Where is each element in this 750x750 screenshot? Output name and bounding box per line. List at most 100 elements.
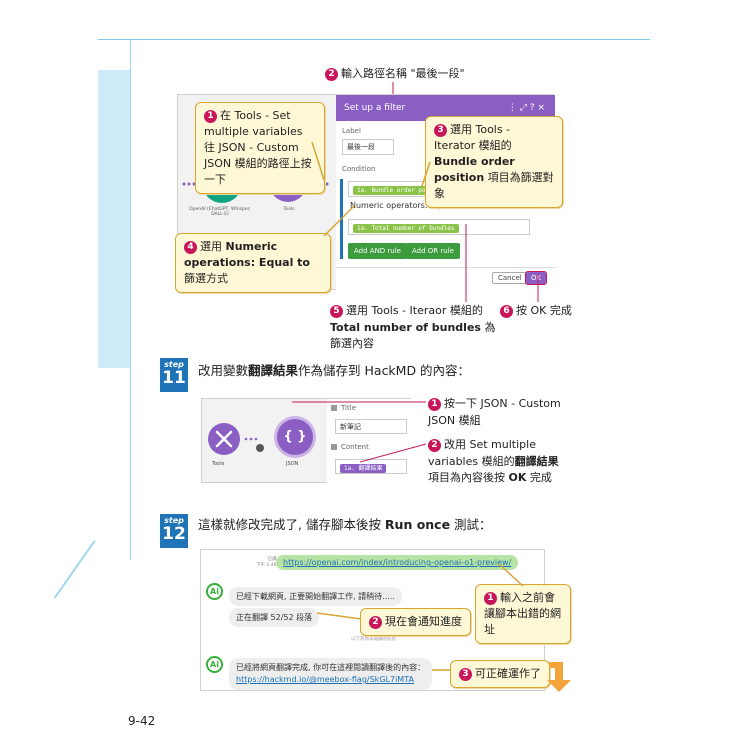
step-label: step bbox=[164, 360, 184, 369]
title-caption: Title bbox=[341, 404, 357, 412]
note-bold: Total number of bundles bbox=[330, 320, 481, 334]
note-text: 改用 Set multiple variables 模組的 bbox=[428, 438, 536, 468]
tools-module-icon[interactable] bbox=[208, 423, 240, 455]
tools-wrench-icon bbox=[215, 430, 233, 448]
callout-text: 可正確運作了 bbox=[475, 667, 541, 680]
step-12-badge: step 12 bbox=[160, 514, 188, 548]
read-label: 已讀 bbox=[267, 557, 277, 562]
note-text: 完成 bbox=[526, 471, 552, 484]
step-bold: Run once bbox=[384, 517, 451, 532]
note-text: 按一下 JSON - Custom JSON 模組 bbox=[428, 397, 561, 427]
json-panel: Title 新筆記 Content 1a. 翻譯結果 bbox=[327, 399, 412, 484]
step-text: 這樣就修改完成了, 儲存腳本後按 bbox=[198, 517, 385, 532]
callout-bold: Bundle order position bbox=[434, 154, 515, 184]
leader-line-3 bbox=[421, 161, 431, 187]
value-field[interactable]: 1a. Total number of bundles bbox=[348, 219, 530, 235]
step-11-badge: step 11 bbox=[160, 358, 188, 392]
step-number: 12 bbox=[162, 524, 186, 544]
bot-avatar-icon: Ai bbox=[206, 656, 223, 673]
leader-line-s12-3 bbox=[432, 669, 450, 671]
collapse-icon[interactable] bbox=[331, 405, 337, 411]
callout-text: 選用 bbox=[200, 240, 226, 253]
number-badge: 2 bbox=[428, 438, 441, 452]
note-text: 為篩選內容 bbox=[330, 320, 496, 351]
number-badge: 1 bbox=[428, 397, 441, 411]
message-time: 下午 1:46 bbox=[256, 563, 277, 568]
json-module-screenshot: { } Tools JSON Title 新筆記 Content 1a. 翻譯結… bbox=[201, 398, 412, 484]
leader-line-1 bbox=[311, 141, 325, 181]
number-badge: 4 bbox=[184, 240, 197, 254]
collapse-icon[interactable] bbox=[331, 444, 337, 450]
note-text: 選用 Tools - Iteraor 模組的 bbox=[346, 304, 483, 317]
json-module-icon[interactable]: { } bbox=[277, 419, 313, 455]
user-url-message[interactable]: https://openai.com/index/introducing-ope… bbox=[276, 555, 519, 570]
number-badge: 3 bbox=[459, 667, 472, 681]
value-pill: 1a. Total number of bundles bbox=[353, 224, 459, 233]
ok-button[interactable]: OK bbox=[524, 271, 548, 285]
number-badge: 5 bbox=[330, 304, 343, 318]
content-pill: 1a. 翻譯結果 bbox=[340, 464, 387, 473]
diagonal-line-decoration bbox=[53, 540, 96, 599]
openai-module-label: OpenAI (ChatGPT, Whisper, DALL-E) bbox=[189, 207, 251, 217]
operator-select-value: Numeric operators: Equal to bbox=[350, 201, 463, 210]
number-badge: 1 bbox=[484, 591, 497, 605]
add-and-rule-button[interactable]: Add AND rule bbox=[348, 243, 407, 259]
step-text: 測試： bbox=[450, 517, 492, 532]
side-line-decoration bbox=[130, 40, 131, 560]
condition-pill: 1a. Bundle order position bbox=[353, 186, 452, 195]
callout-text: 選用 Tools - Iterator 模組的 bbox=[434, 123, 512, 152]
step-12-text: 這樣就修改完成了, 儲存腳本後按 Run once 測試： bbox=[198, 514, 492, 533]
hackmd-link[interactable]: https://hackmd.io/@meebox-flag/SkGL7iMTA bbox=[236, 675, 414, 684]
chat-screenshot: 已讀 下午 1:46 https://openai.com/index/intr… bbox=[200, 549, 545, 691]
add-or-rule-button[interactable]: Add OR rule bbox=[406, 243, 460, 259]
callout-text: 項目為篩選對象 bbox=[434, 170, 554, 200]
tools-module-label: Tools bbox=[212, 461, 225, 467]
connector-dots bbox=[244, 437, 264, 452]
page-number: 9-42 bbox=[128, 714, 156, 728]
filter-panel-title: Set up a filter bbox=[344, 103, 406, 113]
number-badge: 2 bbox=[325, 67, 338, 81]
title-input[interactable]: 新筆記 bbox=[335, 419, 407, 434]
number-badge: 3 bbox=[434, 123, 447, 137]
note-bold: OK bbox=[508, 471, 527, 484]
down-arrow-icon bbox=[547, 662, 571, 692]
step-text: 作為儲存到 HackMD 的內容： bbox=[298, 363, 471, 378]
note-text: 按 OK 完成 bbox=[516, 304, 572, 317]
leader-line-s12-2 bbox=[316, 612, 362, 620]
callout-text: 篩選方式 bbox=[184, 271, 228, 285]
callout-text: 現在會通知進度 bbox=[385, 615, 462, 628]
step-label: step bbox=[164, 516, 184, 525]
json-module-label: JSON bbox=[286, 461, 299, 467]
label-caption: Label bbox=[342, 127, 361, 135]
bot-message-3: 已經將網頁翻譯完成, 你可在這裡閱讀翻譯後的內容： https://hackmd… bbox=[229, 658, 433, 690]
panel-header-icons[interactable]: ⋮ ⤢ ? × bbox=[507, 103, 545, 113]
leader-line-s12-1 bbox=[498, 563, 524, 587]
step-text: 改用變數 bbox=[198, 363, 249, 378]
content-caption: Content bbox=[341, 443, 369, 451]
number-badge: 1 bbox=[204, 109, 217, 123]
label-input[interactable]: 最後一段 bbox=[342, 139, 394, 155]
leader-lines-step11 bbox=[292, 401, 427, 463]
step-bold: 翻譯結果 bbox=[248, 363, 299, 378]
tools-module-label: Tools bbox=[283, 207, 295, 212]
note-text: 項目為內容後按 bbox=[428, 471, 509, 484]
bot-avatar-icon: Ai bbox=[206, 583, 223, 600]
panel-divider bbox=[336, 267, 555, 268]
callout-text: 在 Tools - Set multiple variables 往 JSON … bbox=[204, 109, 312, 186]
side-panel-decoration bbox=[98, 70, 130, 368]
top-rule bbox=[98, 39, 650, 40]
callout-text: 輸入之前會讓腳本出錯的網址 bbox=[484, 591, 561, 636]
bot-message-3-text: 已經將網頁翻譯完成, 你可在這裡閱讀翻譯後的內容： bbox=[236, 663, 426, 672]
condition-caption: Condition bbox=[342, 165, 376, 173]
braces-icon: { } bbox=[283, 429, 307, 444]
step-11-text: 改用變數翻譯結果作為儲存到 HackMD 的內容： bbox=[198, 360, 470, 379]
read-receipt: 已讀 下午 1:46 bbox=[256, 557, 277, 569]
